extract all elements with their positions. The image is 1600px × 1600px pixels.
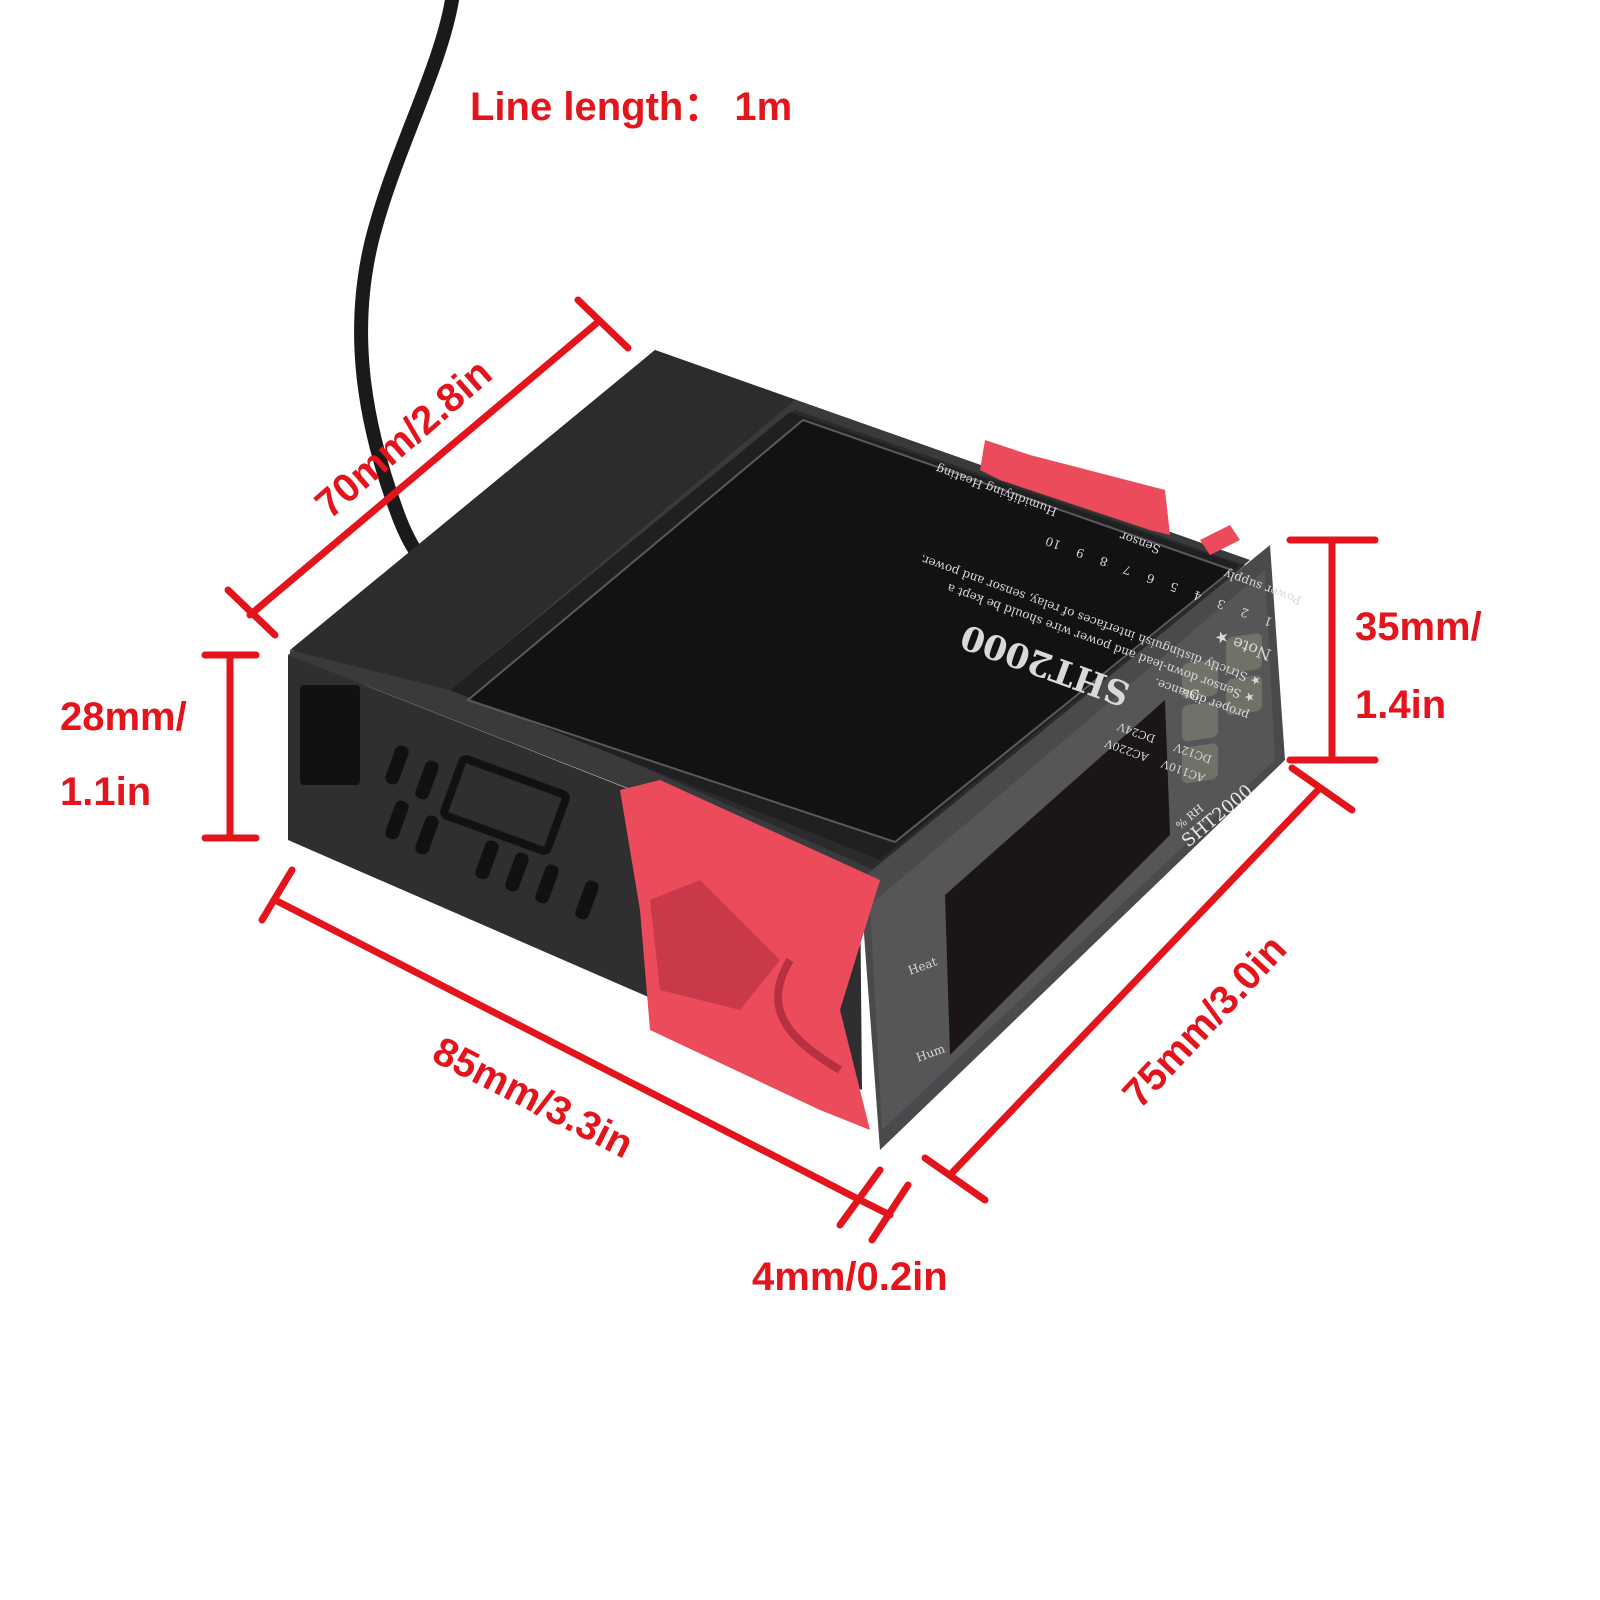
svg-text:9: 9 bbox=[1074, 545, 1086, 561]
set-button[interactable] bbox=[1182, 659, 1218, 700]
line-length-label: Line length： 1m bbox=[470, 85, 792, 129]
height-front-label-b: 1.4in bbox=[1355, 683, 1446, 727]
svg-text:7: 7 bbox=[1121, 562, 1133, 578]
svg-text:8: 8 bbox=[1098, 553, 1110, 569]
svg-text:10: 10 bbox=[1044, 534, 1063, 552]
svg-text:6: 6 bbox=[1145, 571, 1157, 587]
height-front-label-a: 35mm/ bbox=[1355, 605, 1482, 649]
bezel-label: 4mm/0.2in bbox=[752, 1255, 948, 1299]
return-button[interactable] bbox=[1182, 743, 1218, 784]
svg-text:2: 2 bbox=[1239, 605, 1251, 621]
label-plate bbox=[465, 418, 1235, 844]
display-window bbox=[945, 700, 1170, 1055]
dimension-lines bbox=[201, 296, 1379, 1244]
celsius-label: °C bbox=[1182, 688, 1200, 704]
side-vents bbox=[300, 685, 599, 920]
button-group bbox=[1182, 633, 1262, 784]
mounting-clip-top bbox=[980, 440, 1240, 555]
svg-text:1: 1 bbox=[1262, 613, 1274, 629]
down-button[interactable] bbox=[1226, 633, 1262, 674]
depth-label: 70mm/2.8in bbox=[307, 351, 500, 527]
front-bezel bbox=[860, 545, 1285, 1150]
height-side-label-b: 1.1in bbox=[60, 770, 151, 814]
length-side-label: 85mm/3.3in bbox=[426, 1029, 640, 1167]
width-front-label: 75mm/3.0in bbox=[1114, 927, 1295, 1116]
sensor-cable bbox=[354, 0, 459, 577]
mounting-clip-left bbox=[620, 780, 880, 1130]
height-side-label-a: 28mm/ bbox=[60, 695, 187, 739]
terminal-numbers: 1 2 3 4 5 6 7 8 9 10 bbox=[1044, 534, 1275, 629]
up-button[interactable] bbox=[1182, 701, 1218, 742]
back-button[interactable] bbox=[1226, 675, 1262, 716]
svg-text:5: 5 bbox=[1168, 579, 1180, 595]
svg-text:3: 3 bbox=[1215, 596, 1227, 612]
